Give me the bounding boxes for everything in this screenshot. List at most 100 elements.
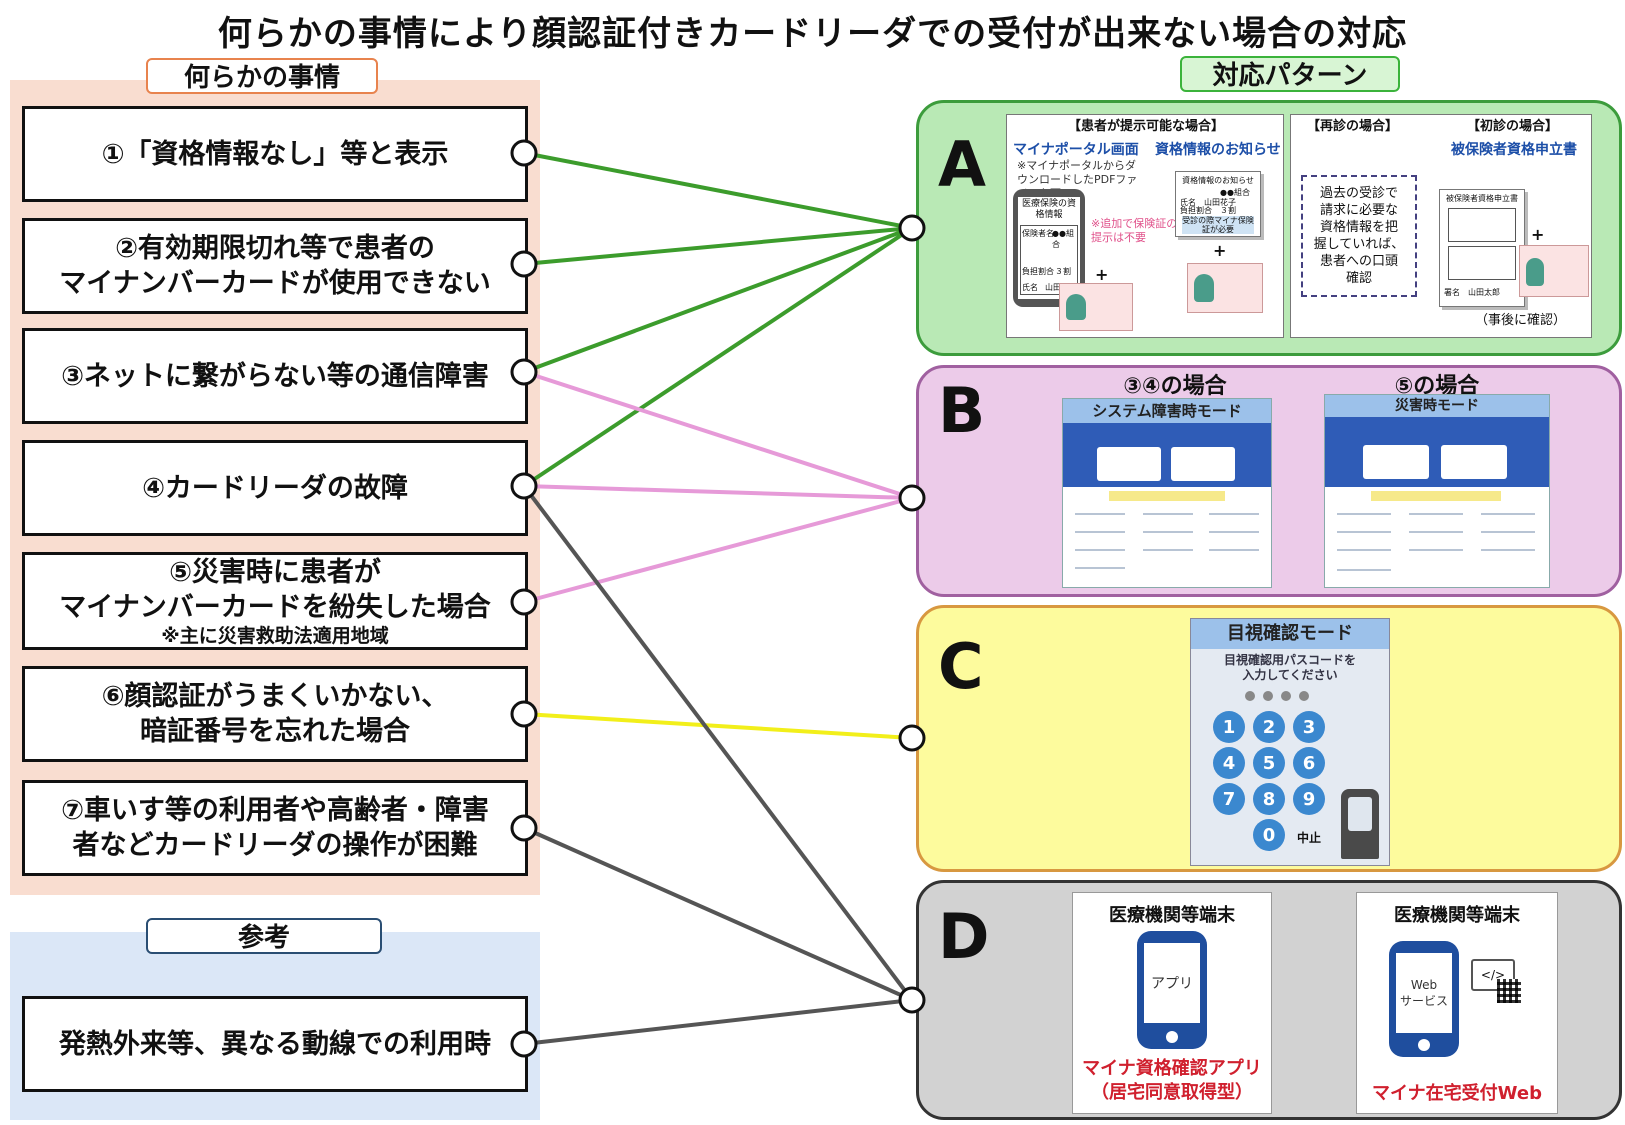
card-photo-3: [1526, 258, 1544, 286]
notice-doc-line3: 負担割合 ３割: [1180, 206, 1236, 215]
disaster-screen-line: [1481, 513, 1535, 515]
terminal-web-caption: マイナ在宅受付Web: [1372, 1083, 1542, 1104]
connector-line: [523, 998, 913, 1046]
card-photo: [1066, 294, 1086, 320]
system-screen-banner: [1063, 423, 1271, 487]
revisit-line6: 確認: [1345, 271, 1372, 286]
keypad-key-5[interactable]: 5: [1253, 747, 1285, 779]
qr-code-icon: [1497, 979, 1521, 1003]
case-7-box: ⑦車いす等の利用者や高齢者・障害 者などカードリーダの操作が困難: [22, 780, 528, 876]
pattern-a-portal-label: マイナポータル画面: [1013, 142, 1139, 158]
card-reader-icon: [1341, 789, 1379, 859]
keypad-key-4[interactable]: 4: [1213, 747, 1245, 779]
smartphone-icon: アプリ: [1137, 931, 1207, 1049]
card-photo-2: [1194, 274, 1214, 302]
claim-form-sign: 署名 山田太郎: [1444, 288, 1500, 297]
disaster-screen-line: [1409, 531, 1463, 533]
connector-target-node: [898, 986, 926, 1014]
smartphone-screen-web: Web サービス: [1396, 953, 1452, 1033]
connector-line: [522, 226, 914, 488]
notice-doc-line2: 氏名 山田花子: [1180, 198, 1236, 207]
visual-confirmation-screen: 目視確認モード 目視確認用パスコードを 入力してください 1 2 3 4 5 6…: [1190, 618, 1390, 866]
connector-line: [522, 484, 914, 1002]
keypad-key-1[interactable]: 1: [1213, 711, 1245, 743]
pattern-a-first-label: 被保険者資格申立書: [1451, 142, 1577, 158]
case-6-text-line2: 暗証番号を忘れた場合: [140, 716, 410, 747]
system-screen-line: [1075, 567, 1125, 569]
connector-source-node: [510, 588, 538, 616]
case-4-text: ④カードリーダの故障: [142, 472, 408, 504]
phone-row2-val: ３割: [1055, 267, 1071, 276]
notice-doc-line1: ●●組合: [1220, 188, 1250, 197]
disaster-screen-notice: [1371, 491, 1501, 501]
disaster-mode-screen: 災害時モード: [1324, 394, 1550, 588]
terminal-web-title: 医療機関等端末: [1394, 905, 1520, 926]
revisit-line3: 資格情報を把: [1319, 220, 1398, 235]
passcode-dot: [1281, 691, 1291, 701]
system-screen-line: [1143, 549, 1193, 551]
smartphone-home-button: [1166, 1031, 1178, 1043]
connector-line: [523, 370, 913, 500]
reference-case-box: 発熱外来等、異なる動線での利用時: [22, 996, 528, 1092]
system-screen-line: [1143, 531, 1193, 533]
pattern-a-extra-note: ※追加で保険証の提示は不要: [1091, 217, 1178, 244]
pattern-b-case1-label: ③④の場合: [1123, 374, 1227, 399]
case-4-box: ④カードリーダの故障: [22, 440, 528, 536]
mynumber-card-icon: [1059, 283, 1133, 331]
connector-source-node: [510, 358, 538, 386]
keypad-area: 目視確認用パスコードを 入力してください 1 2 3 4 5 6 7 8 9 0…: [1191, 649, 1389, 865]
disaster-screen-line: [1337, 569, 1391, 571]
connector-line-group: [522, 151, 914, 1046]
notice-doc-stamp: 受診の際マイナ保険証が必要: [1182, 216, 1254, 234]
keypad-key-3[interactable]: 3: [1293, 711, 1325, 743]
web-service-line1: Web: [1410, 977, 1438, 992]
disaster-screen-line: [1409, 513, 1463, 515]
connector-line: [523, 484, 913, 500]
revisit-line5: 患者への口頭: [1319, 254, 1398, 269]
case-3-text: ③ネットに繋がらない等の通信障害: [61, 360, 489, 392]
disaster-screen-line: [1337, 513, 1391, 515]
phone-row2-key: 負担割合: [1022, 267, 1054, 276]
connector-source-node: [510, 139, 538, 167]
disaster-screen-option-2: [1441, 445, 1507, 479]
visual-confirmation-title: 目視確認モード: [1191, 619, 1389, 649]
keypad-key-6[interactable]: 6: [1293, 747, 1325, 779]
case-5-box: ⑤災害時に患者が マイナンバーカードを紛失した場合 ※主に災害救助法適用地域: [22, 552, 528, 650]
system-screen-line: [1143, 513, 1193, 515]
terminal-web-card: 医療機関等端末 Web サービス </> マイナ在宅受付Web: [1356, 892, 1558, 1114]
keypad-cancel[interactable]: 中止: [1297, 831, 1322, 845]
terminal-app-title: 医療機関等端末: [1109, 905, 1235, 926]
phone-row1-key: 保険者名: [1022, 229, 1054, 238]
smartphone-web-icon: Web サービス: [1389, 941, 1459, 1057]
page-title: 何らかの事情により顔認証付きカードリーダでの受付が出来ない場合の対応: [217, 14, 1408, 54]
case-7-text-line1: ⑦車いす等の利用者や高齢者・障害: [61, 795, 489, 826]
connector-line: [523, 151, 913, 230]
case-6-text-line1: ⑥顔認証がうまくいかない、: [101, 681, 449, 712]
case-7-text-line2: 者などカードリーダの操作が困難: [72, 830, 478, 861]
passcode-prompt-line1: 目視確認用パスコードを: [1223, 653, 1356, 667]
revisit-line1: 過去の受診で: [1319, 186, 1398, 201]
case-2-box: ②有効期限切れ等で患者の マイナンバーカードが使用できない: [22, 218, 528, 314]
keypad-key-8[interactable]: 8: [1253, 783, 1285, 815]
claim-form-document: 被保険者資格申立書 署名 山田太郎: [1439, 189, 1525, 307]
keypad-key-7[interactable]: 7: [1213, 783, 1245, 815]
connector-line: [523, 226, 913, 266]
notice-document: 資格情報のお知らせ ●●組合 氏名 山田花子 負担割合 ３割 受診の際マイナ保険…: [1175, 171, 1261, 237]
terminal-app-card: 医療機関等端末 アプリ マイナ資格確認アプリ （居宅同意取得型）: [1072, 892, 1272, 1114]
system-screen-line: [1209, 549, 1259, 551]
reference-header: 参考: [146, 918, 382, 954]
plus-sign-2: +: [1213, 241, 1227, 260]
web-service-line2: サービス: [1399, 993, 1448, 1008]
keypad-key-0[interactable]: 0: [1253, 819, 1285, 851]
revisit-dashed-box: 過去の受診で 請求に必要な 資格情報を把 握していれば、 患者への口頭 確認: [1301, 175, 1417, 297]
connector-source-node: [510, 700, 538, 728]
case-2-text-line2: マイナンバーカードが使用できない: [59, 268, 491, 299]
keypad-key-9[interactable]: 9: [1293, 783, 1325, 815]
connector-target-node: [898, 724, 926, 752]
notice-doc-title: 資格情報のお知らせ: [1182, 176, 1254, 185]
keypad-key-2[interactable]: 2: [1253, 711, 1285, 743]
claim-form-field-2: [1448, 246, 1516, 280]
phone-row3-key: 氏名: [1022, 283, 1038, 292]
connector-line: [523, 226, 913, 374]
